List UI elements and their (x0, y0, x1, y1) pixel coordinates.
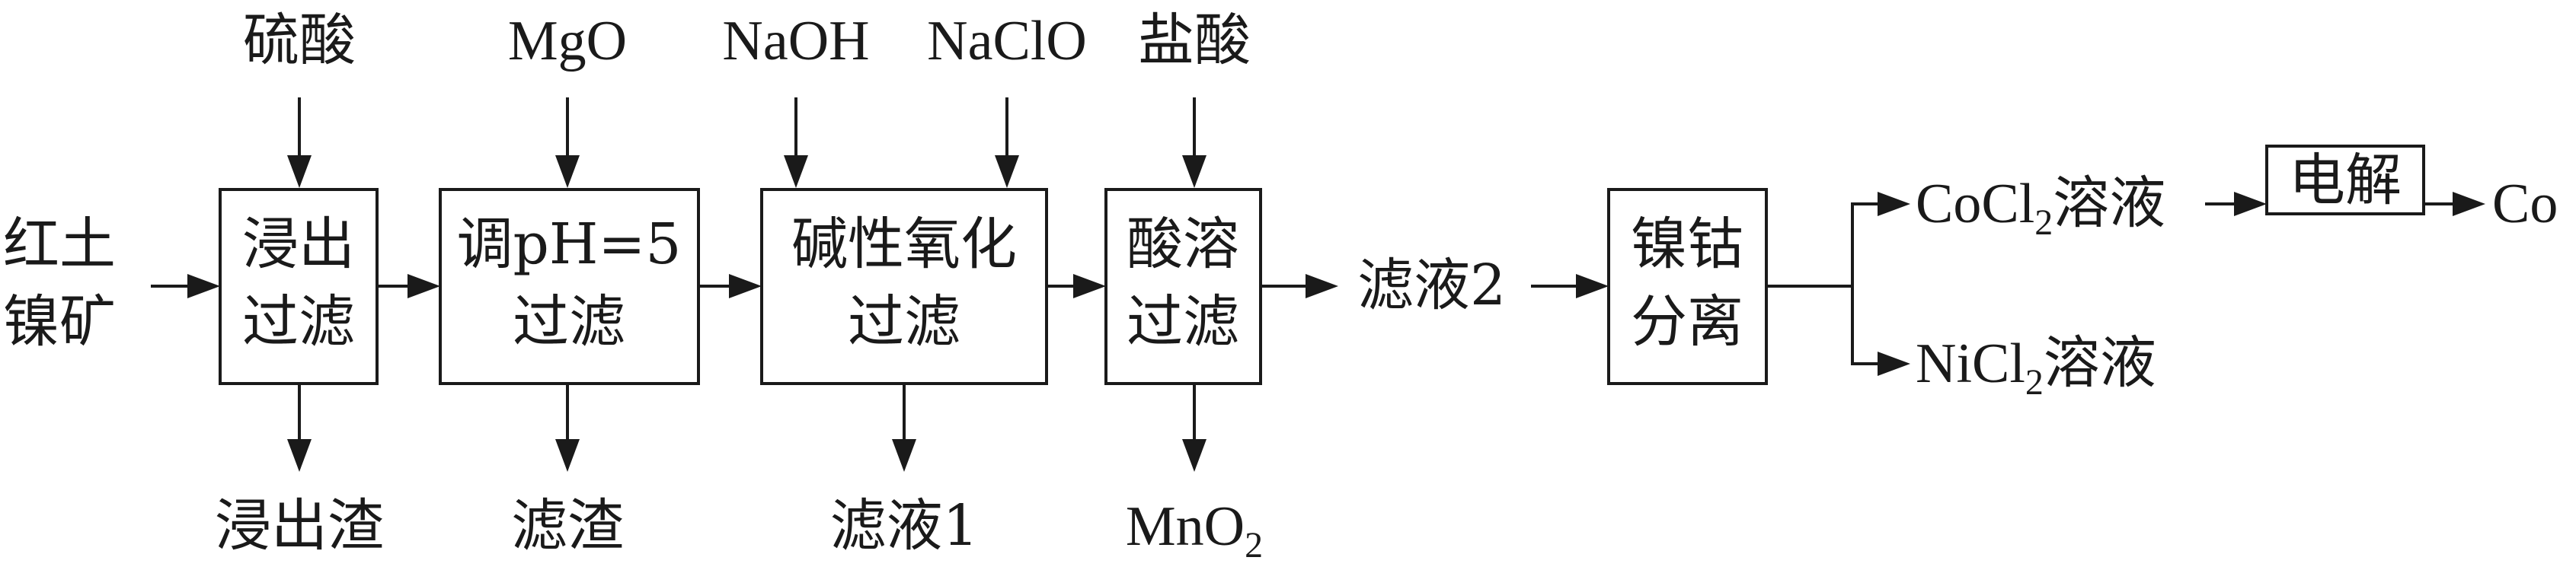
mno2-formula: MnO (1126, 495, 1245, 558)
residue-label: 滤渣 (511, 493, 624, 559)
electrolysis-step: 电解 (2289, 148, 2402, 213)
filtrate1-label: 滤液1 (829, 493, 978, 559)
leach-step-line2: 过滤 (242, 289, 355, 355)
electrolysis-box (2265, 145, 2425, 215)
arrow-down-icon (555, 439, 580, 472)
reagent-arrows (287, 97, 1207, 188)
leach-step-line1: 浸出 (242, 212, 355, 277)
arrow-down-icon (1182, 439, 1207, 472)
leach-filter-box (219, 188, 379, 385)
nicl2-formula: NiCl (1916, 333, 2025, 395)
ni-co-separation-step-line1: 镍钴 (1631, 212, 1743, 277)
cocl2-formula: CoCl (1916, 173, 2034, 235)
arrow-right-icon (1306, 274, 1338, 298)
acid-dissolve-step-line2: 过滤 (1127, 289, 1239, 355)
co-product-label: Co (2492, 173, 2558, 235)
filtrate2-label: 滤液2 (1357, 253, 1506, 318)
acid-dissolve-step-line1: 酸溶 (1127, 212, 1239, 277)
naclo-label: NaClO (927, 10, 1087, 72)
arrow-right-icon (1073, 274, 1106, 298)
arrow-right-icon (2234, 192, 2267, 216)
arrow-right-icon (729, 274, 762, 298)
arrow-down-icon (287, 155, 312, 188)
arrow-down-icon (784, 155, 808, 188)
main-flow-arrows (151, 274, 1609, 298)
hcl-label: 盐酸 (1138, 8, 1251, 73)
arrow-right-icon (1878, 352, 1910, 376)
mno2-subscript: 2 (1245, 525, 1263, 565)
nicl2-subscript: 2 (2025, 362, 2044, 403)
ni-co-separation-box (1607, 188, 1768, 385)
cocl2-solution-label: CoCl2溶液 (1916, 173, 2165, 243)
adjust-ph-box (439, 188, 700, 385)
output-arrows (287, 384, 1207, 472)
mgo-label: MgO (508, 10, 627, 72)
alkaline-oxidation-box (760, 188, 1048, 385)
leach-residue-label: 浸出渣 (215, 493, 384, 559)
alkaline-oxidation-step-line1: 碱性氧化 (791, 212, 1017, 277)
arrow-right-icon (1878, 192, 1910, 216)
arrow-right-icon (187, 274, 220, 298)
sulfuric-acid-label: 硫酸 (243, 8, 356, 73)
adjust-ph-step-line2: 过滤 (513, 289, 625, 355)
arrow-right-icon (407, 274, 440, 298)
arrow-down-icon (555, 155, 580, 188)
nicl2-suffix: 溶液 (2044, 333, 2156, 395)
mno2-label: MnO2 (1126, 495, 1263, 565)
arrow-right-icon (1576, 274, 1609, 298)
ore-label-line2: 镍矿 (3, 289, 116, 355)
arrow-right-icon (2453, 192, 2485, 216)
alkaline-oxidation-step-line2: 过滤 (848, 289, 960, 355)
arrow-down-icon (892, 439, 916, 472)
arrow-down-icon (1182, 155, 1207, 188)
naoh-label: NaOH (722, 10, 869, 72)
cocl2-suffix: 溶液 (2053, 173, 2165, 235)
adjust-ph-step-line1: 调pH=5 (457, 212, 682, 277)
nicl2-solution-label: NiCl2溶液 (1916, 333, 2156, 403)
arrow-down-icon (287, 439, 312, 472)
arrow-down-icon (995, 155, 1019, 188)
separation-branch-lines (1766, 192, 1910, 376)
electrolysis-arrows (2205, 192, 2485, 216)
ore-label-line1: 红土 (3, 212, 116, 277)
ni-co-separation-step-line2: 分离 (1631, 289, 1743, 355)
cocl2-subscript: 2 (2034, 202, 2053, 243)
